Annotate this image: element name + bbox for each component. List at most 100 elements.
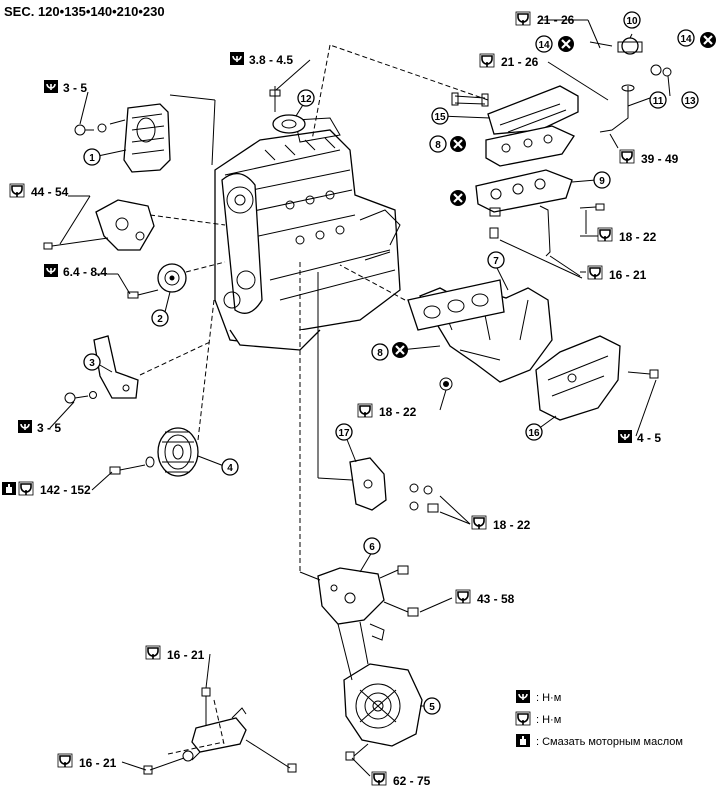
torque-16-21-c: 16 - 21: [57, 753, 117, 770]
part-16-heat-shield: [535, 335, 659, 421]
legend: : Н·м : Н·м : Смазать моторным маслом: [515, 689, 683, 748]
torque-wrench-filled-icon: [43, 79, 59, 94]
do-not-reuse-x-icon: [448, 134, 468, 154]
torque-3-5-top: 3 - 5: [43, 79, 87, 95]
callout-13: 13: [681, 91, 699, 109]
callout-5: 5: [423, 697, 441, 715]
legend-nm-outline: : Н·м: [536, 714, 561, 726]
torque-18-22-c: 18 - 22: [471, 515, 531, 532]
callout-16: 16: [525, 423, 543, 441]
svg-text:16 - 21: 16 - 21: [609, 268, 647, 282]
section-title: SEC. 120•135•140•210•230: [4, 4, 165, 19]
callout-9: 9: [593, 171, 611, 189]
svg-text:4: 4: [227, 463, 233, 474]
svg-text:13: 13: [684, 96, 696, 107]
svg-text:10: 10: [626, 16, 638, 27]
torque-16-21-a: 16 - 21: [587, 265, 647, 282]
part-15-egr-passage: [451, 85, 579, 135]
callout-17: 17: [335, 423, 353, 441]
compressor-bracket: [43, 199, 155, 251]
svg-text:12: 12: [300, 94, 312, 105]
torque-wrench-filled-icon: [43, 263, 59, 278]
callout-8-top: 8: [429, 135, 447, 153]
torque-wrench-outline-icon: [479, 53, 495, 68]
engine-block: [214, 117, 401, 351]
torque-62-75: 62 - 75: [371, 771, 431, 788]
torque-3-8-4-5: 3.8 - 4.5: [229, 51, 293, 67]
svg-text:18 - 22: 18 - 22: [493, 518, 531, 532]
torque-wrench-outline-icon: [515, 11, 531, 26]
callout-4: 4: [221, 458, 239, 476]
do-not-reuse-x-icon: [698, 30, 718, 50]
do-not-reuse-x-icon: [556, 34, 576, 54]
callout-10: 10: [623, 11, 641, 29]
oil-can-icon: [516, 734, 530, 747]
svg-text:11: 11: [653, 96, 664, 107]
svg-text:142 - 152: 142 - 152: [40, 483, 91, 497]
svg-text:18 - 22: 18 - 22: [619, 230, 657, 244]
torque-wrench-outline-icon: [597, 227, 613, 242]
callout-14-left: 14: [535, 35, 553, 53]
part-3-bracket: [64, 335, 139, 404]
do-not-reuse-x-icon: [448, 188, 468, 208]
svg-text:39 - 49: 39 - 49: [641, 152, 679, 166]
torque-wrench-outline-icon: [619, 149, 635, 164]
torque-44-54: 44 - 54: [9, 183, 69, 199]
svg-text:4 - 5: 4 - 5: [637, 431, 661, 445]
svg-text:6: 6: [369, 542, 375, 553]
svg-text:16 - 21: 16 - 21: [79, 756, 117, 770]
callout-7: 7: [487, 251, 505, 269]
svg-text:2: 2: [157, 314, 163, 325]
torque-21-26-a: 21 - 26: [515, 11, 575, 27]
torque-wrench-outline-icon: [145, 645, 161, 660]
torque-39-49: 39 - 49: [619, 149, 679, 166]
callout-6: 6: [363, 537, 381, 555]
svg-text:1: 1: [89, 153, 95, 164]
svg-text:14: 14: [680, 34, 692, 45]
torque-wrench-outline-icon: [587, 265, 603, 280]
svg-text:44 - 54: 44 - 54: [31, 185, 69, 199]
svg-text:62 - 75: 62 - 75: [393, 774, 431, 788]
callout-8-bottom: 8: [371, 343, 389, 361]
torque-wrench-filled-icon: [17, 419, 33, 434]
part-6-alternator-bracket: [317, 565, 419, 641]
svg-text:17: 17: [338, 428, 350, 439]
svg-text:21 - 26: 21 - 26: [501, 55, 539, 69]
bolt-part-1: [74, 123, 107, 136]
callout-3: 3: [83, 353, 101, 371]
part-9-intake-manifold: [475, 125, 605, 257]
svg-text:14: 14: [538, 40, 550, 51]
svg-text:5: 5: [429, 702, 435, 713]
torque-wrench-outline-icon: [455, 589, 471, 604]
torque-16-21-b: 16 - 21: [145, 645, 205, 662]
leader-lines: [49, 19, 657, 777]
torque-wrench-filled-icon: [617, 429, 633, 444]
part-11-egr-tube: [599, 84, 635, 133]
svg-text:9: 9: [599, 176, 605, 187]
torque-wrench-outline-icon: [371, 771, 387, 786]
torque-142-152: 142 - 152: [2, 481, 91, 497]
svg-text:21 - 26: 21 - 26: [537, 13, 575, 27]
svg-text:3.8 - 4.5: 3.8 - 4.5: [249, 53, 293, 67]
torque-wrench-outline-icon: [515, 711, 531, 726]
svg-text:3 - 5: 3 - 5: [37, 421, 61, 435]
torque-3-5-bottom: 3 - 5: [17, 419, 61, 435]
torque-wrench-outline-icon: [357, 403, 373, 418]
alternator-adjust-bracket: [143, 687, 297, 775]
torque-wrench-outline-icon: [18, 481, 34, 496]
part-4-crank-pulley: [109, 427, 199, 477]
do-not-reuse-x-icon: [390, 340, 410, 360]
legend-nm-filled: : Н·м: [536, 692, 561, 704]
torque-18-22-b: 18 - 22: [357, 403, 417, 419]
torque-18-22-a: 18 - 22: [597, 227, 657, 244]
svg-text:8: 8: [377, 348, 383, 359]
part-10-egr-valve: [589, 37, 672, 77]
callout-2: 2: [151, 309, 169, 327]
torque-4-5: 4 - 5: [617, 429, 661, 445]
callout-12: 12: [297, 89, 315, 107]
part-12-thermostat: [269, 86, 306, 134]
torque-6-4-8-4: 6.4 - 8.4: [43, 263, 107, 279]
svg-text:18 - 22: 18 - 22: [379, 405, 417, 419]
svg-text:3 - 5: 3 - 5: [63, 81, 87, 95]
